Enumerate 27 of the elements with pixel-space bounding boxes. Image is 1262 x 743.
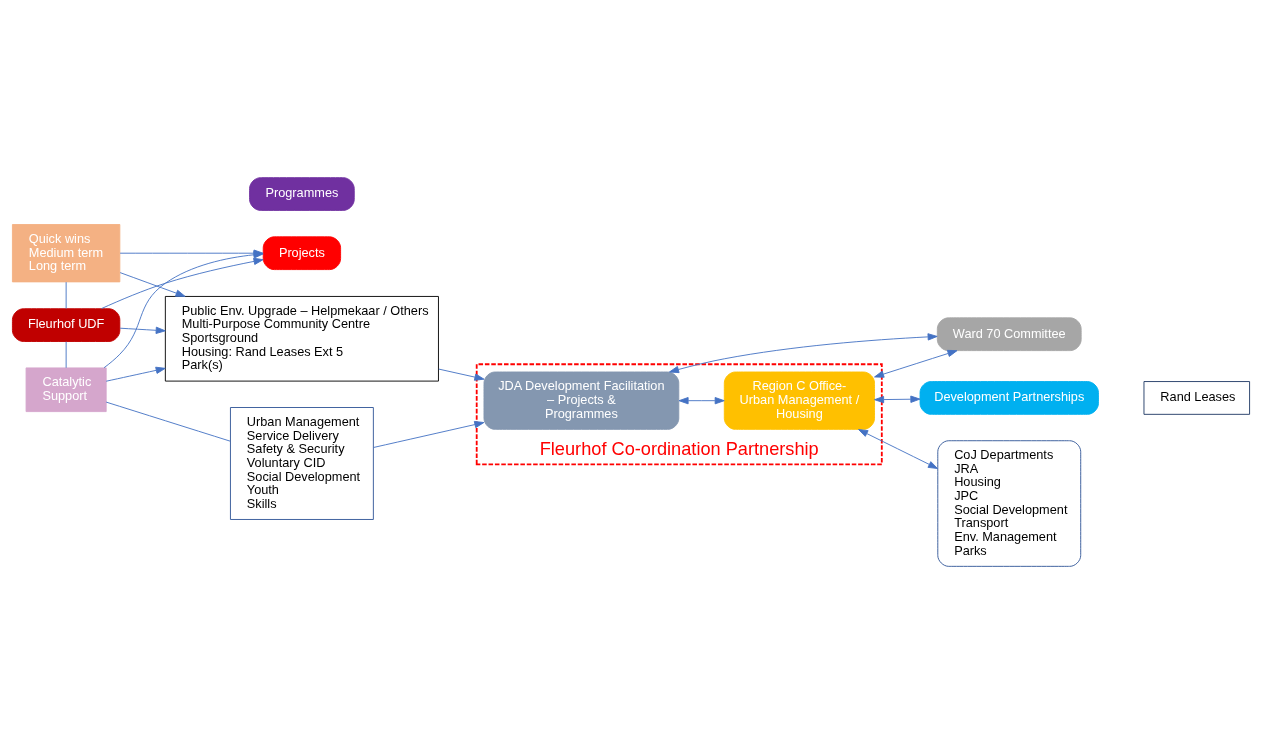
connector [65, 281, 67, 309]
connector [105, 401, 231, 442]
node-box: JDA Development Facilitation – Projects & Programmes [483, 371, 680, 430]
node-box: Fleurhof UDF [11, 307, 121, 342]
connector [65, 340, 67, 368]
arrow [874, 349, 958, 378]
arrow [101, 257, 264, 309]
node-box: Development Partnerships [919, 380, 1099, 415]
arrow [119, 326, 166, 334]
arrow [678, 396, 725, 404]
node-box: Ward 70 Committee [936, 316, 1082, 351]
arrow [119, 271, 186, 297]
arrow [373, 420, 485, 448]
node-box: Urban Management Service Delivery Safety & Security Voluntary CID Social Development Youth Skills [230, 406, 374, 520]
node-box: Projects [262, 235, 342, 270]
node-box: Programmes [249, 176, 355, 211]
node-box: Public Env. Upgrade – Helpmekaar / Others Multi-Purpose Community Centre Sportsground Housing: Rand Leases Ext 5 Park(s) [164, 295, 439, 382]
arrow [105, 366, 166, 382]
arrow [858, 428, 938, 469]
node-box: Catalytic Support [25, 366, 107, 412]
node-box: Rand Leases [1143, 380, 1251, 415]
arrow [874, 395, 921, 403]
arrow [669, 332, 938, 373]
arrow [438, 368, 485, 381]
node-box: Region C Office- Urban Management / Housing [723, 371, 875, 430]
node-box: Quick wins Medium term Long term [11, 223, 121, 282]
node-box: CoJ Departments JRA Housing JPC Social Development Transport Env. Management Parks [937, 439, 1082, 567]
